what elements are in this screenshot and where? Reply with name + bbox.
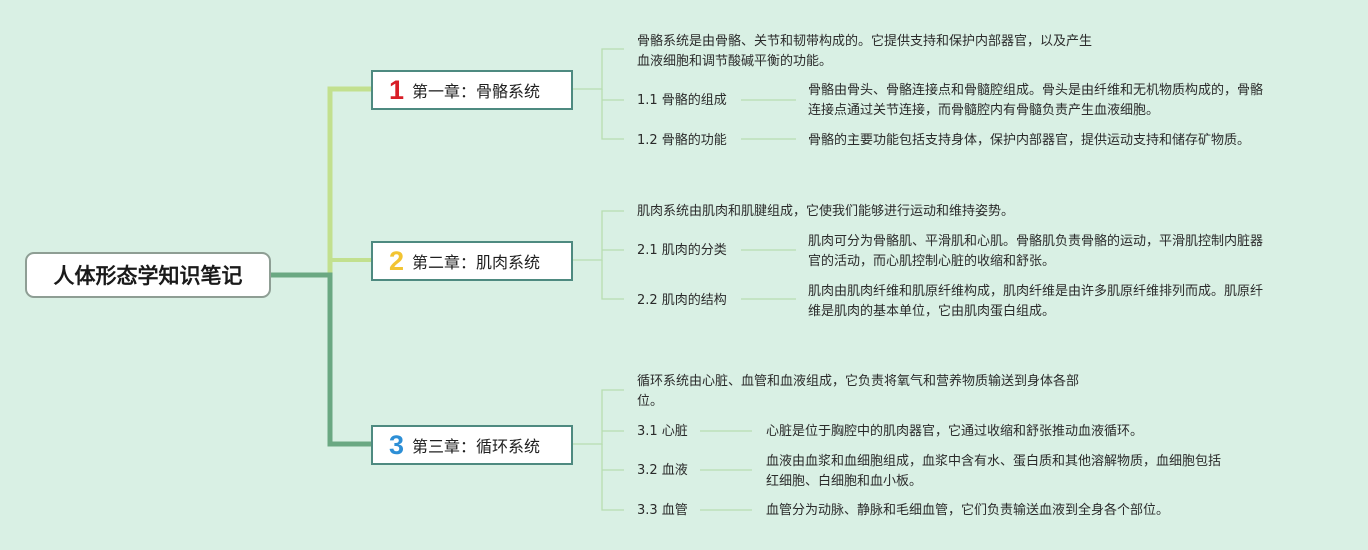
root-node-title[interactable]: 人体形态学知识笔记 [25, 252, 271, 298]
chapter-3-summary-line: 位。 [637, 394, 664, 409]
chapter-3-branches [573, 389, 752, 511]
chapter-1-number: 1 [389, 74, 405, 105]
section-1-1-label[interactable]: 1.1 骨骼的组成 [637, 93, 727, 108]
section-3-2-line: 血液由血浆和血细胞组成，血浆中含有水、蛋白质和其他溶解物质，血细胞包括 [766, 454, 1222, 469]
section-2-2-line: 肌肉由肌肉纤维和肌原纤维构成，肌肉纤维是由许多肌原纤维排列而成。肌原纤 [808, 284, 1264, 299]
chapter-3-label: 第三章：循环系统 [412, 437, 541, 456]
section-3-2-line: 红细胞、白细胞和血小板。 [766, 474, 923, 489]
chapter-1-summary[interactable]: 骨骼系统是由骨骼、关节和韧带构成的。它提供支持和保护内部器官，以及产生 血液细胞… [637, 32, 1092, 72]
chapter-3-node[interactable]: 3 第三章：循环系统 [371, 425, 573, 465]
section-1-2-label[interactable]: 1.2 骨骼的功能 [637, 133, 727, 148]
section-2-2-label[interactable]: 2.2 肌肉的结构 [637, 293, 727, 308]
section-2-1-line: 肌肉可分为骨骼肌、平滑肌和心肌。骨骼肌负责骨骼的运动，平滑肌控制内脏器 [808, 234, 1264, 249]
section-1-2-text[interactable]: 骨骼的主要功能包括支持身体，保护内部器官，提供运动支持和储存矿物质。 [808, 131, 1250, 151]
chapter-1-node[interactable]: 1 第一章：骨骼系统 [371, 70, 573, 110]
chapter-3-summary[interactable]: 循环系统由心脏、血管和血液组成，它负责将氧气和营养物质输送到身体各部 位。 [637, 372, 1079, 412]
section-2-1-label[interactable]: 2.1 肌肉的分类 [637, 243, 727, 258]
section-3-3-label[interactable]: 3.3 血管 [637, 503, 688, 518]
section-2-2-text[interactable]: 肌肉由肌肉纤维和肌原纤维构成，肌肉纤维是由许多肌原纤维排列而成。肌原纤 维是肌肉… [808, 282, 1263, 322]
branch-chapter-1 [271, 86, 371, 278]
section-3-3-text[interactable]: 血管分为动脉、静脉和毛细血管，它们负责输送血液到全身各个部位。 [766, 501, 1169, 521]
chapter-1-branches [573, 48, 796, 140]
section-1-2-line: 骨骼的主要功能包括支持身体，保护内部器官，提供运动支持和储存矿物质。 [808, 133, 1251, 148]
chapter-2-summary[interactable]: 肌肉系统由肌肉和肌腱组成，它使我们能够进行运动和维持姿势。 [637, 202, 1014, 222]
chapter-2-number: 2 [389, 245, 405, 276]
section-3-3-line: 血管分为动脉、静脉和毛细血管，它们负责输送血液到全身各个部位。 [766, 503, 1170, 518]
section-3-2-text[interactable]: 血液由血浆和血细胞组成，血浆中含有水、蛋白质和其他溶解物质，血细胞包括 红细胞、… [766, 452, 1221, 492]
section-2-1-line: 官的活动，而心肌控制心脏的收缩和舒张。 [808, 254, 1056, 269]
section-3-1-label[interactable]: 3.1 心脏 [637, 424, 688, 439]
section-2-1-text[interactable]: 肌肉可分为骨骼肌、平滑肌和心肌。骨骼肌负责骨骼的运动，平滑肌控制内脏器 官的活动… [808, 232, 1263, 272]
chapter-1-label: 第一章：骨骼系统 [412, 82, 541, 101]
section-1-1-line: 骨骼由骨头、骨骼连接点和骨髓腔组成。骨头是由纤维和无机物质构成的，骨骼 [808, 83, 1264, 98]
chapter-3-number: 3 [389, 429, 405, 460]
chapter-2-summary-line: 肌肉系统由肌肉和肌腱组成，它使我们能够进行运动和维持姿势。 [637, 204, 1015, 219]
section-2-2-line: 维是肌肉的基本单位，它由肌肉蛋白组成。 [808, 304, 1056, 319]
section-1-1-text[interactable]: 骨骼由骨头、骨骼连接点和骨髓腔组成。骨头是由纤维和无机物质构成的，骨骼 连接点通… [808, 81, 1263, 121]
chapter-3-summary-line: 循环系统由心脏、血管和血液组成，它负责将氧气和营养物质输送到身体各部 [637, 374, 1080, 389]
section-3-2-label[interactable]: 3.2 血液 [637, 463, 688, 478]
section-3-1-text[interactable]: 心脏是位于胸腔中的肌肉器官，它通过收缩和舒张推动血液循环。 [766, 422, 1143, 442]
chapter-2-branches [573, 210, 796, 300]
chapter-1-summary-line: 血液细胞和调节酸碱平衡的功能。 [637, 54, 833, 69]
chapter-2-node[interactable]: 2 第二章：肌肉系统 [371, 241, 573, 281]
section-1-1-line: 连接点通过关节连接，而骨髓腔内有骨髓负责产生血液细胞。 [808, 103, 1160, 118]
chapter-2-label: 第二章：肌肉系统 [412, 253, 541, 272]
section-3-1-line: 心脏是位于胸腔中的肌肉器官，它通过收缩和舒张推动血液循环。 [766, 424, 1144, 439]
branch-chapter-3 [271, 272, 371, 447]
chapter-1-summary-line: 骨骼系统是由骨骼、关节和韧带构成的。它提供支持和保护内部器官，以及产生 [637, 34, 1093, 49]
